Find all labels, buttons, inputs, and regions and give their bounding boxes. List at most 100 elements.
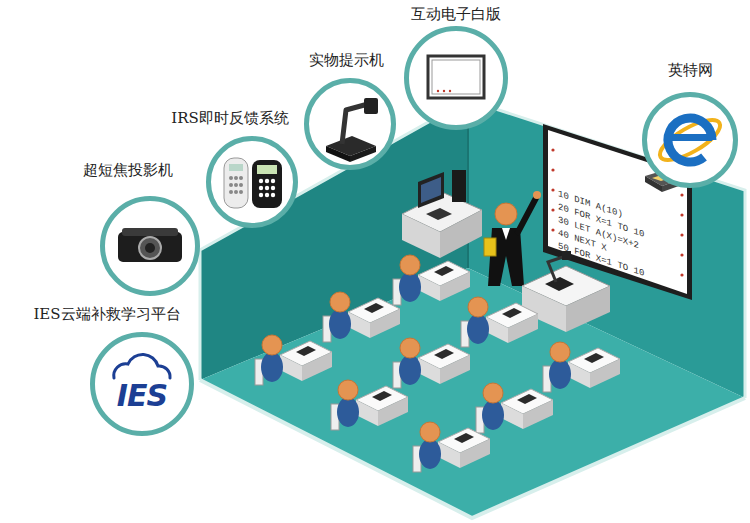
teacher	[484, 191, 541, 286]
internet-icon-part	[670, 134, 712, 141]
whiteboard-icon	[428, 56, 484, 98]
irs-keypad-icon-part-part	[239, 176, 243, 180]
feature-ring	[642, 92, 738, 188]
computer-desk	[402, 170, 482, 258]
student-part	[584, 353, 604, 363]
whiteboard-part-part	[680, 193, 683, 196]
irs-keypad-icon-part-part	[229, 183, 233, 187]
feature-ring	[100, 196, 200, 296]
student-part	[501, 403, 523, 429]
room-part	[200, 268, 745, 518]
irs-keypad-icon-part	[259, 179, 275, 197]
irs-keypad-icon-part-part	[265, 186, 269, 190]
student-part	[418, 275, 440, 301]
irs-keypad-icon-part-part	[229, 176, 233, 180]
whiteboard-part-part	[551, 228, 554, 231]
cloud-icon-part	[114, 354, 170, 378]
computer-desk-part	[402, 214, 440, 258]
student	[461, 297, 538, 347]
irs-keypad-icon-part-part	[265, 179, 269, 183]
student-part	[399, 272, 421, 302]
whiteboard-part-part	[551, 208, 554, 211]
teacher-desk-part	[566, 286, 610, 332]
internet-icon-part	[668, 118, 712, 162]
document-camera-icon	[326, 98, 378, 162]
whiteboard-icon-part-part	[449, 90, 451, 92]
student-part	[302, 352, 332, 381]
irs-keypad-icon-part	[257, 165, 277, 174]
student-part	[508, 314, 538, 343]
student-part	[296, 346, 316, 356]
internet-icon	[655, 113, 726, 168]
room-part	[200, 380, 745, 518]
whiteboard-part-part	[551, 148, 554, 151]
irs-keypad-icon-part-part	[259, 186, 263, 190]
irs-keypad-icon-part	[252, 160, 282, 208]
irs-keypad-icon-part-part	[234, 176, 238, 180]
student-part	[418, 358, 440, 384]
feature-heading: 实物提示机	[309, 51, 384, 69]
student-part	[549, 359, 571, 389]
feature-heading: 超短焦投影机	[83, 161, 173, 179]
feature-heading-box: 超短焦投影机	[83, 160, 173, 180]
student-part	[502, 308, 522, 318]
student-part	[454, 433, 474, 443]
student	[543, 342, 620, 392]
student	[331, 380, 408, 430]
student-part	[262, 335, 282, 355]
irs-keypad-icon-part-part	[234, 190, 238, 194]
irs-keypad-icon-part	[224, 158, 248, 208]
feature-heading-box: 实物提示机	[309, 50, 384, 70]
student-part	[440, 272, 470, 301]
student-part	[419, 439, 441, 469]
student-part	[378, 397, 408, 426]
student-part	[356, 400, 378, 426]
logo-text: IES	[117, 378, 167, 413]
feature-heading-box: IES云端补救学习平台	[33, 304, 180, 324]
student-part	[550, 342, 570, 362]
student-part	[434, 266, 454, 276]
student-part	[523, 400, 553, 429]
student-part	[337, 397, 359, 427]
whiteboard-part-part	[680, 253, 683, 256]
projector-icon-part	[139, 237, 161, 259]
whiteboard-part-part	[680, 233, 683, 236]
student-part	[438, 442, 460, 468]
irs-keypad-icon	[224, 158, 282, 208]
computer-desk-part	[418, 172, 444, 208]
student	[413, 422, 490, 472]
student-part	[400, 255, 420, 275]
projector-icon-part	[122, 228, 178, 236]
feature-circle: 互动电子白版	[404, 4, 508, 130]
teacher-desk-part	[545, 277, 574, 291]
feature-circles	[92, 28, 736, 434]
feature-heading-box: 英特网	[668, 60, 713, 80]
internet-icon-part	[655, 113, 726, 168]
document-camera-icon-part	[350, 146, 376, 162]
feature-ring: IES	[90, 332, 194, 436]
whiteboard-icon-part	[437, 90, 451, 92]
projector-icon-part	[118, 232, 182, 262]
irs-keypad-icon-part-part	[271, 186, 275, 190]
student-part	[338, 380, 358, 400]
student-part	[434, 349, 454, 359]
computer-desk-part	[452, 170, 466, 202]
whiteboard-icon-part-part	[443, 90, 445, 92]
irs-keypad-icon-part	[229, 176, 243, 194]
whiteboard-icon-part-part	[437, 90, 439, 92]
projector-icon	[118, 228, 182, 262]
irs-keypad-icon-part-part	[234, 183, 238, 187]
projector-icon-part	[145, 243, 155, 253]
student-part	[399, 355, 421, 385]
student-part	[467, 314, 489, 344]
student-part	[348, 312, 370, 338]
document-camera-icon-part	[364, 98, 378, 114]
feature-heading: IES云端补救学习平台	[33, 305, 180, 323]
student	[255, 335, 332, 385]
student-part	[483, 383, 503, 403]
feature-heading: IRS即时反馈系统	[171, 109, 289, 127]
feature-circles-part	[92, 334, 192, 434]
feature-ring	[304, 78, 396, 170]
